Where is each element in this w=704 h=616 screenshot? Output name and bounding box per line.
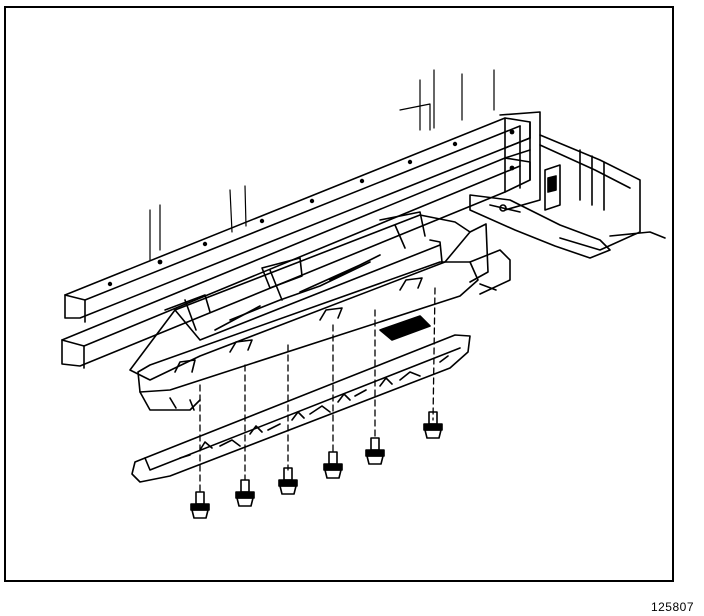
fastener-6-icon <box>423 411 443 439</box>
fastener-alignment-lines <box>199 287 436 493</box>
bumper-impact-bar <box>61 117 531 369</box>
fastener-4-icon <box>323 451 343 479</box>
body-structure-background <box>149 69 495 261</box>
fastener-1-icon <box>190 491 210 519</box>
fascia-support-strip <box>131 334 471 483</box>
fastener-3-icon <box>278 467 298 495</box>
fastener-2-icon <box>235 479 255 507</box>
frame-rail-bracket <box>469 111 666 259</box>
figure-id-label: 125807 <box>650 600 694 614</box>
push-pin-fastener-group <box>190 411 443 519</box>
fastener-5-icon <box>365 437 385 465</box>
lower-mounting-plate <box>137 223 511 411</box>
illustration-frame <box>4 6 674 582</box>
